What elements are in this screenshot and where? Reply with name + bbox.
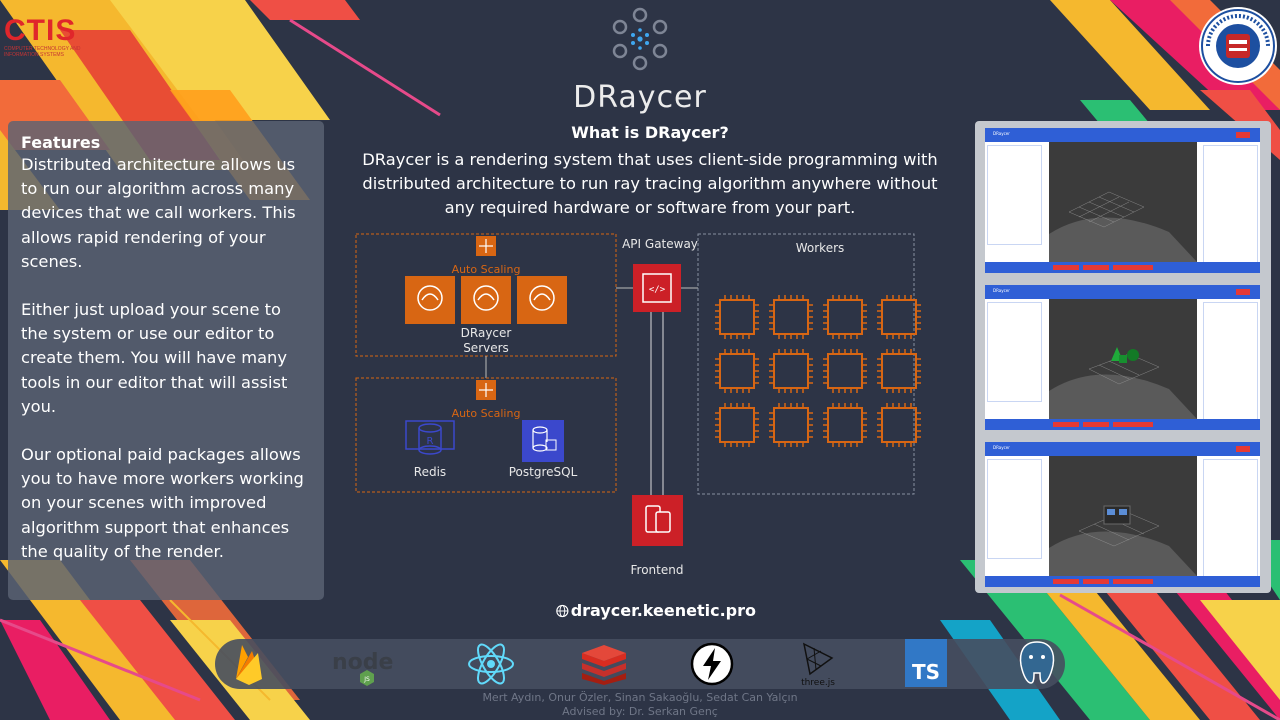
api-gateway-icon: </> <box>633 264 681 312</box>
svg-text:</>: </> <box>649 285 666 295</box>
app-screenshot-brand: DRaycer <box>993 445 1010 450</box>
app-screenshot: DRaycer <box>985 128 1260 273</box>
svg-text:JS: JS <box>363 676 370 683</box>
worker-chip-icon <box>769 403 813 447</box>
postgresql-label: PostgreSQL <box>509 465 578 479</box>
worker-chip-icon <box>877 295 921 339</box>
servers-label-line2: Servers <box>463 341 509 355</box>
about-description: DRaycer is a rendering system that uses … <box>362 150 938 217</box>
redis-icon <box>582 645 626 685</box>
workers-group <box>697 233 915 495</box>
workers-grid <box>715 295 921 447</box>
worker-chip-icon <box>877 403 921 447</box>
app-screenshot-brand: DRaycer <box>993 131 1010 136</box>
redis-cluster-icon: R <box>405 420 455 455</box>
features-panel: Features Distributed architecture allows… <box>8 121 324 600</box>
worker-chip-icon <box>877 349 921 393</box>
auto-scaling-bottom-label: Auto Scaling <box>452 407 521 420</box>
database-group <box>355 377 617 493</box>
server-icon <box>517 276 567 324</box>
redis-label: Redis <box>414 465 446 479</box>
credits-advisor: Advised by: Dr. Serkan Genç <box>562 705 718 718</box>
socketio-icon <box>690 642 734 686</box>
bilkent-university-seal <box>1199 7 1277 85</box>
globe-icon <box>556 604 569 617</box>
server-icon <box>405 276 455 324</box>
website-url[interactable]: draycer.keenetic.pro <box>570 601 756 620</box>
app-screenshots-panel: DRaycer DRaycer <box>975 121 1271 593</box>
worker-chip-icon <box>823 349 867 393</box>
ctis-logo: CTIS COMPUTER TECHNOLOGY AND INFORMATION… <box>4 14 94 59</box>
app-screenshot-brand: DRaycer <box>993 288 1010 293</box>
worker-chip-icon <box>823 403 867 447</box>
app-screenshot: DRaycer <box>985 442 1260 587</box>
auto-scaling-bottom-icon <box>476 380 496 400</box>
nodejs-wordmark: node <box>332 650 393 675</box>
draycer-brand-name: DRaycer <box>573 80 707 115</box>
ctis-logo-subtitle: COMPUTER TECHNOLOGY AND INFORMATION SYST… <box>4 46 81 58</box>
react-icon <box>468 643 514 685</box>
threejs-icon: three.js <box>801 642 835 687</box>
frontend-label: Frontend <box>631 563 684 577</box>
credits-authors: Mert Aydın, Onur Özler, Sinan Sakaoğlu, … <box>482 691 798 704</box>
draycer-logo-mark-icon <box>612 7 668 71</box>
credits: Mert Aydın, Onur Özler, Sinan Sakaoğlu, … <box>440 691 840 719</box>
auto-scaling-top-label: Auto Scaling <box>452 263 521 276</box>
postgresql-icon <box>1019 641 1055 684</box>
worker-chip-icon <box>715 295 759 339</box>
tech-stack-bar: node JS three.js TS <box>215 639 1065 689</box>
api-gateway-label: API Gateway <box>622 237 698 251</box>
ctis-logo-text: CTIS <box>4 14 77 47</box>
features-title: Features <box>21 133 101 152</box>
servers-label-line1: DRaycer <box>461 326 512 340</box>
draycer-logo: DRaycer <box>560 6 720 118</box>
app-screenshot: DRaycer <box>985 285 1260 430</box>
features-paragraph-packages: Our optional paid packages allows you to… <box>21 445 304 561</box>
about-title: What is DRaycer? <box>571 123 729 142</box>
features-paragraph-editor: Either just upload your scene to the sys… <box>21 300 288 416</box>
typescript-icon: TS <box>905 639 947 687</box>
website-link[interactable]: draycer.keenetic.pro <box>556 601 756 620</box>
frontend-icon <box>632 495 683 546</box>
postgresql-db-icon <box>522 420 564 462</box>
worker-chip-icon <box>769 295 813 339</box>
typescript-wordmark: TS <box>912 660 940 684</box>
worker-chip-icon <box>769 349 813 393</box>
svg-text:R: R <box>427 436 434 447</box>
worker-chip-icon <box>823 295 867 339</box>
nodejs-icon: node JS <box>332 650 393 686</box>
worker-chip-icon <box>715 349 759 393</box>
firebase-icon <box>236 645 262 685</box>
threejs-wordmark: three.js <box>801 678 835 687</box>
features-paragraph-distributed: Distributed architecture allows us to ru… <box>21 155 296 271</box>
auto-scaling-top-icon <box>476 236 496 256</box>
server-icon <box>461 276 511 324</box>
worker-chip-icon <box>715 403 759 447</box>
architecture-diagram: Auto Scaling DRaycer Servers Auto Scalin… <box>355 233 921 577</box>
workers-label: Workers <box>796 241 845 255</box>
